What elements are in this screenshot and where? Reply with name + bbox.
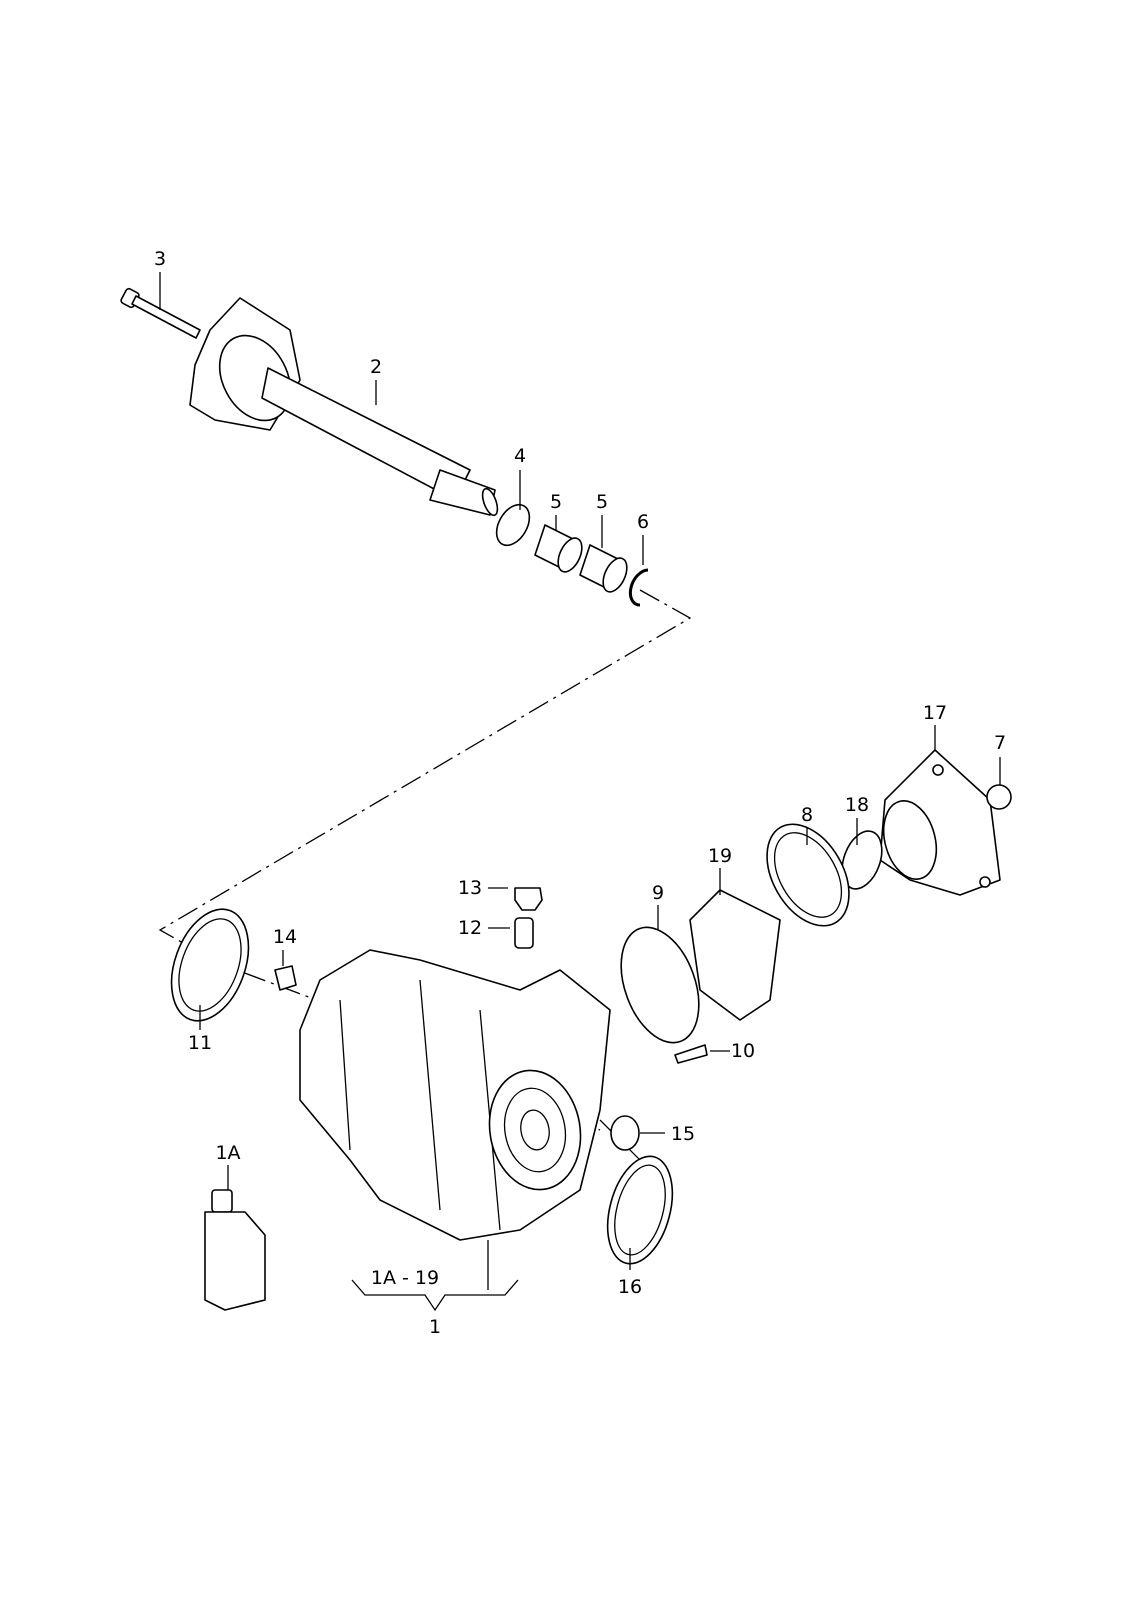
callout-1[interactable]: 1 bbox=[428, 1316, 442, 1338]
sleeve-part-12 bbox=[514, 917, 534, 949]
callout-5a[interactable]: 5 bbox=[549, 491, 563, 513]
gasket-part-19 bbox=[689, 889, 781, 1021]
flange-part-17 bbox=[879, 749, 1001, 896]
flange-shaft-part-2 bbox=[189, 297, 499, 517]
leader-lines bbox=[159, 272, 1001, 1312]
bolt-part-10 bbox=[674, 1044, 708, 1064]
o-ring-part-9 bbox=[620, 926, 700, 1044]
callout-17[interactable]: 17 bbox=[922, 702, 948, 724]
final-drive-housing-part-1 bbox=[299, 949, 611, 1241]
nut-part-7 bbox=[986, 784, 1012, 810]
callout-3[interactable]: 3 bbox=[153, 248, 167, 270]
callout-8[interactable]: 8 bbox=[800, 804, 814, 826]
callout-19[interactable]: 19 bbox=[707, 845, 733, 867]
cap-part-15 bbox=[610, 1115, 640, 1151]
plug-part-14 bbox=[274, 965, 297, 991]
callout-13[interactable]: 13 bbox=[457, 877, 483, 899]
oil-bottle-part-1A bbox=[204, 1189, 266, 1311]
callout-5b[interactable]: 5 bbox=[595, 491, 609, 513]
cap-part-13 bbox=[514, 887, 543, 911]
seal-part-16 bbox=[606, 1155, 674, 1265]
callout-range-1A-19[interactable]: 1A - 19 bbox=[370, 1267, 440, 1289]
callout-12[interactable]: 12 bbox=[457, 917, 483, 939]
circlip-part-6 bbox=[628, 568, 649, 607]
callout-7[interactable]: 7 bbox=[993, 732, 1007, 754]
o-ring-part-18 bbox=[841, 830, 883, 890]
bolt-part-3 bbox=[120, 287, 201, 339]
bearing-part-5a bbox=[534, 524, 583, 573]
callout-14[interactable]: 14 bbox=[272, 926, 298, 948]
seal-part-8 bbox=[766, 823, 850, 927]
callout-1A[interactable]: 1A bbox=[215, 1142, 241, 1164]
callout-10[interactable]: 10 bbox=[730, 1040, 756, 1062]
ring-part-4 bbox=[495, 503, 531, 547]
callout-4[interactable]: 4 bbox=[513, 445, 527, 467]
callout-16[interactable]: 16 bbox=[617, 1276, 643, 1298]
callout-6[interactable]: 6 bbox=[636, 511, 650, 533]
callout-15[interactable]: 15 bbox=[670, 1123, 696, 1145]
seal-part-11 bbox=[170, 908, 250, 1022]
callout-2[interactable]: 2 bbox=[369, 356, 383, 378]
callout-9[interactable]: 9 bbox=[651, 882, 665, 904]
bearing-part-5b bbox=[579, 544, 628, 593]
callout-11[interactable]: 11 bbox=[187, 1032, 213, 1054]
callout-18[interactable]: 18 bbox=[844, 794, 870, 816]
